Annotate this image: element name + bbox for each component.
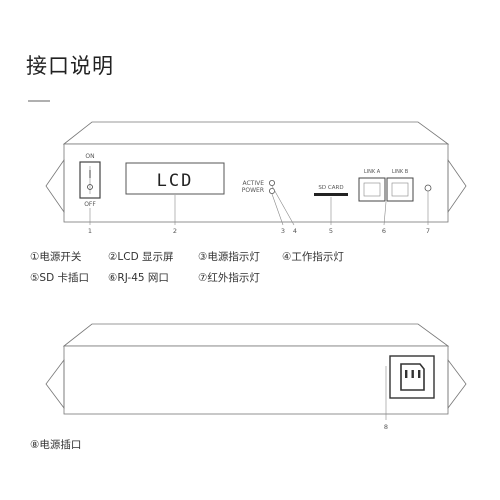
lcd-frame <box>125 162 225 195</box>
power-indicator-label: POWER <box>242 187 264 194</box>
port-b-label: LINK B <box>392 169 409 175</box>
back-top-face <box>62 323 450 347</box>
power-socket-icon <box>400 363 425 391</box>
power-switch: ON OFF <box>79 153 101 208</box>
lcd-text: LCD <box>157 171 194 191</box>
callout-1: 1 <box>88 227 92 235</box>
legend-power-switch: ①电源开关 <box>30 251 82 263</box>
legend-ir-led: ⑦红外指示灯 <box>198 272 260 284</box>
legend-rj45: ⑥RJ-45 网口 <box>108 272 169 284</box>
sd-card-label: SD CARD <box>318 185 343 191</box>
callout-7: 7 <box>426 227 430 235</box>
callout-3: 3 <box>281 227 285 235</box>
left-flange <box>45 158 65 214</box>
front-top-face <box>62 121 450 145</box>
ir-led-icon <box>424 184 432 192</box>
legend-work-led: ④工作指示灯 <box>282 251 344 263</box>
title-underline <box>28 100 50 102</box>
front-callouts: 1 2 3 4 5 6 7 <box>88 227 430 235</box>
callout-2: 2 <box>173 227 177 235</box>
switch-off-label: OFF <box>84 201 96 208</box>
callout-6: 6 <box>382 227 386 235</box>
port-b-icon <box>386 177 414 202</box>
active-led-icon <box>268 179 275 186</box>
callout-8: 8 <box>384 423 388 431</box>
sd-card-slot: SD CARD <box>314 185 348 196</box>
lcd-display: LCD <box>125 162 225 195</box>
back-left-flange <box>45 358 65 410</box>
switch-on-label: ON <box>85 153 94 160</box>
rj45-ports: LINK A LINK B <box>358 169 414 202</box>
legend-sd-card: ⑤SD 卡插口 <box>30 272 90 284</box>
page-title: 接口说明 <box>26 54 114 78</box>
right-flange <box>447 158 467 214</box>
legend-power-socket: ⑧电源插口 <box>30 439 82 451</box>
power-socket <box>389 355 435 399</box>
back-panel <box>45 323 467 415</box>
callout-4: 4 <box>293 227 297 235</box>
port-a-label: LINK A <box>364 169 381 175</box>
front-callout-lines <box>89 185 429 226</box>
sd-slot-icon <box>314 193 348 196</box>
active-indicator-label: ACTIVE <box>242 180 264 187</box>
back-right-flange <box>447 358 467 410</box>
legend-power-led: ③电源指示灯 <box>198 251 260 263</box>
legend-lcd: ②LCD 显示屏 <box>108 251 174 263</box>
port-a-icon <box>358 177 386 202</box>
callout-5: 5 <box>329 227 333 235</box>
back-face <box>63 345 449 415</box>
